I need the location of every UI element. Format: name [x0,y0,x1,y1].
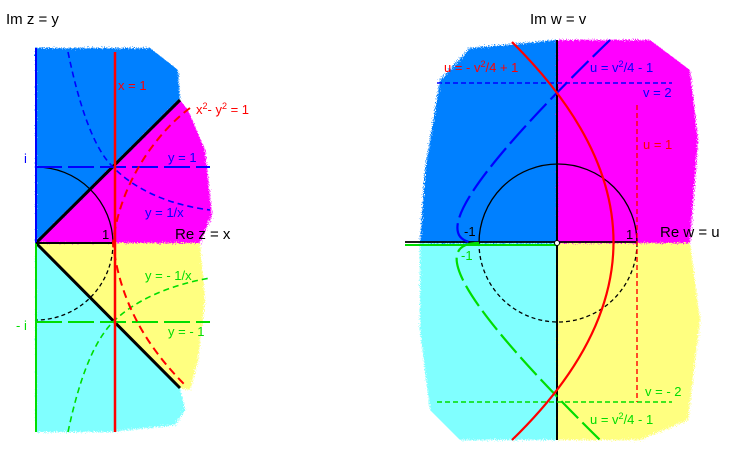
parabola-red-w [511,41,615,441]
parab-right-b: /4 - 1 [624,60,654,75]
label-parabola-left: u = - v2/4 + 1 [444,59,518,75]
hyperbola-mid: - y [208,102,223,117]
hyperbola-sup1: 2 [203,101,208,111]
w-plane-regions [420,40,700,440]
region-magenta-z [36,100,212,243]
region-blue-w [420,40,557,243]
z-im-axis-title: Im z = y [6,11,59,28]
unit-arc-lower-w [478,242,638,323]
curve-y-neg-inv-z [67,277,211,433]
parab-right-sup: 2 [619,59,624,69]
z-plane: Im z = y Re z = x i - i 1 x = 1 x2- y2 =… [6,11,249,433]
hyperbola-x2-y2-z [111,107,191,386]
w-plane: Im w = v Re w = u -1 -1 1 u = 1 v = 2 v … [405,11,720,441]
label-one-z: 1 [102,227,109,242]
parab-bottom-b: /4 - 1 [624,412,654,427]
w-im-axis-title: Im w = v [530,11,587,28]
label-y-inv: y = 1/x [145,205,184,220]
diagonal-lower-z [34,241,182,390]
region-cyan-w [420,243,557,440]
label-parabola-bottom: u = v2/4 - 1 [590,411,653,427]
hyperbola-sup2: 2 [222,101,227,111]
label-x1: x = 1 [118,78,147,93]
label-minus1-upper-w: -1 [464,224,476,239]
parab-bottom-sup: 2 [619,411,624,421]
w-re-axis-title: Re w = u [660,224,720,241]
label-minus1-lower-w: -1 [461,248,473,263]
label-i: i [24,151,27,166]
origin-dot-w [554,240,560,246]
z-plane-regions [36,48,212,432]
hyperbola-rhs: = 1 [227,102,249,117]
label-minus-i: - i [16,318,27,333]
label-u1: u = 1 [643,137,672,152]
parab-bottom-a: u = v [590,412,619,427]
diagonal-upper-z [34,98,182,245]
region-magenta-w [557,40,698,243]
region-yellow-w [557,243,700,440]
label-vneg2: v = - 2 [645,384,682,399]
label-v2: v = 2 [643,85,672,100]
parab-left-a: u = - v [444,60,481,75]
parabola-green-w [455,241,601,441]
region-blue-z [36,48,180,243]
label-parabola-right: u = v2/4 - 1 [590,59,653,75]
parab-left-b: /4 + 1 [486,60,519,75]
region-cyan-z [36,243,185,432]
label-y-neg1: y = - 1 [168,324,205,339]
parabola-blue-w [456,39,611,245]
parab-left-sup: 2 [481,59,486,69]
label-y-neg-inv: y = - 1/x [145,268,192,283]
unit-arc-upper-z [35,166,114,244]
parab-right-a: u = v [590,60,619,75]
unit-arc-lower-z [35,242,114,321]
region-yellow-z [36,243,205,390]
z-re-axis-title: Re z = x [175,226,231,243]
hyperbola-lhs: x [196,102,203,117]
label-hyperbola: x2- y2 = 1 [196,101,249,117]
label-y1: y = 1 [168,150,197,165]
label-one-w: 1 [626,227,633,242]
curve-y-inv-z [67,51,211,211]
